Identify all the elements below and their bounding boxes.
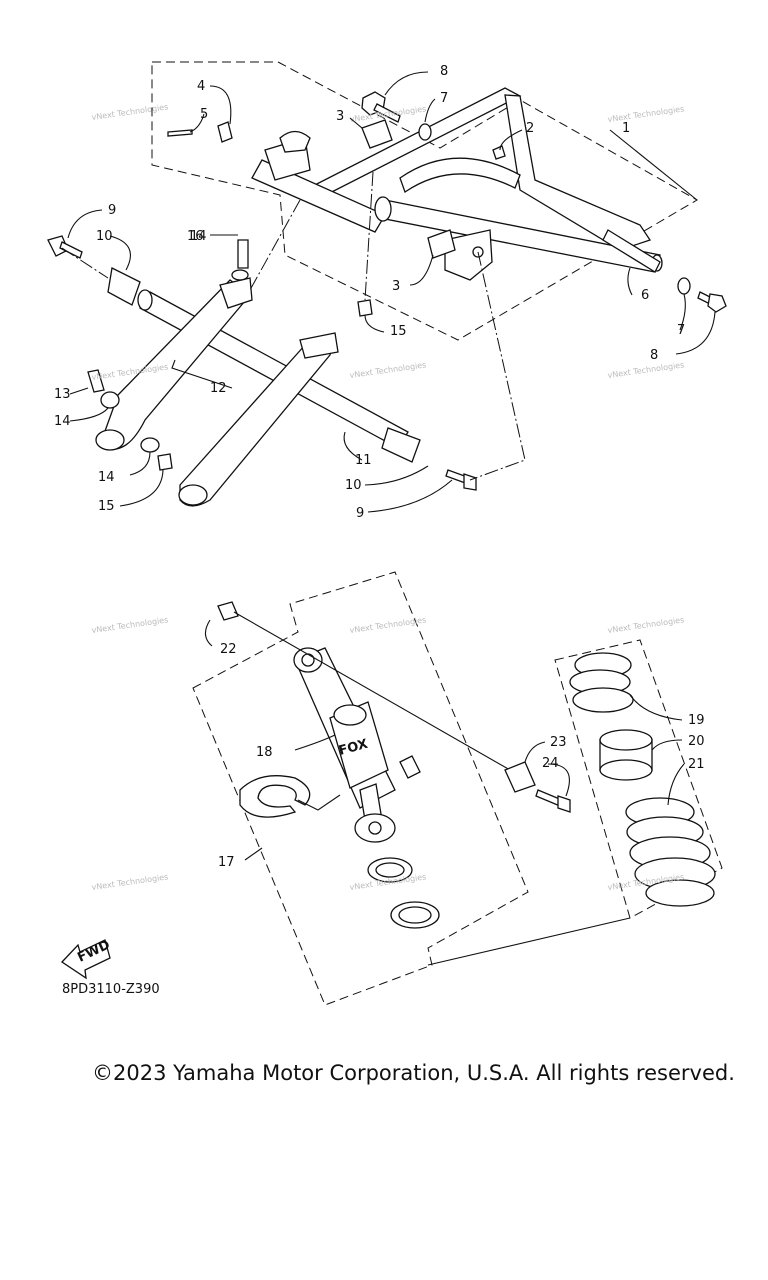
washer-14-top [231,269,249,281]
callout-17: 17 [218,855,235,870]
nut-15-upper [357,299,373,317]
callout-2: 2 [526,121,534,136]
watermark-text: vNext Technologies [91,872,169,892]
callout-23: 23 [550,735,567,750]
connecting-line [427,917,631,966]
connecting-line [297,794,341,811]
nut-22 [217,601,239,621]
watermark-text: vNext Technologies [349,615,427,635]
collar-23 [504,761,536,793]
callout-14: 14 [98,470,115,485]
washer-14-lower [140,437,160,453]
shock-brand-text: FOX [337,737,369,759]
connecting-line [233,611,511,771]
screw-5 [167,129,193,137]
callout-22: 22 [220,642,237,657]
bolt-top [361,91,401,123]
spring-19 [569,652,634,713]
callout-15: 15 [98,499,115,514]
bolt-9-left [47,235,83,259]
leader-lines [67,71,716,861]
copyright-notice: ©2023 Yamaha Motor Corporation, U.S.A. A… [92,1061,735,1085]
washer-14-left [100,391,120,409]
bolt-9-right [445,469,477,491]
spring-21 [625,797,716,907]
washer-top [418,123,432,141]
connecting-line [469,251,526,481]
bushing-3-lower [427,229,456,259]
callout-10: 10 [96,229,113,244]
watermark-text: vNext Technologies [91,102,169,122]
rear-shock-absorber [293,647,440,929]
bolt-16 [237,239,249,269]
grease-nipple [217,121,233,143]
callout-16: 16 [187,229,204,244]
spring-seat-20 [599,729,653,781]
callout-8: 8 [650,348,658,363]
connecting-line [364,171,374,301]
callout-7: 7 [440,91,448,106]
callout-9: 9 [108,203,116,218]
callout-15: 15 [390,324,407,339]
bolt-13 [87,369,105,393]
collar-6 [602,229,661,273]
callout-11: 11 [355,453,372,468]
upper-arm-group-boundary [151,61,699,341]
watermark-text: vNext Technologies [607,360,685,380]
callout-14: 14 [54,414,71,429]
retaining-clip [239,775,311,818]
callout-3: 3 [336,109,344,124]
callout-12: 12 [210,381,227,396]
watermark-text: vNext Technologies [349,104,427,124]
bolt-right [697,291,727,313]
callout-1: 1 [622,121,630,136]
callout-4: 4 [197,79,205,94]
watermark-text: vNext Technologies [607,615,685,635]
watermark-text: vNext Technologies [349,360,427,380]
callout-8: 8 [440,64,448,79]
callout-10: 10 [345,478,362,493]
callout-21: 21 [688,757,705,772]
connecting-line [61,247,109,279]
callout-labels: 1 2 3 3 4 5 6 7 7 8 8 9 9 10 10 11 12 13… [54,64,705,870]
watermark-text: vNext Technologies [607,104,685,124]
callout-5: 5 [200,107,208,122]
callout-13: 13 [54,387,71,402]
shock-group-boundary [192,571,529,1006]
callout-14: 14 [190,229,207,244]
callout-24: 24 [542,756,559,771]
callout-18: 18 [256,745,273,760]
bolt-24-head [557,795,571,813]
upper-a-arm [251,87,663,281]
callout-19: 19 [688,713,705,728]
washer-right [677,277,691,295]
callout-6: 6 [641,288,649,303]
callout-9: 9 [356,506,364,521]
fwd-arrow-icon: FWD [60,938,113,980]
callout-3: 3 [392,279,400,294]
diagram-code: 8PD3110-Z390 [62,982,160,997]
connecting-line [249,199,301,291]
callout-20: 20 [688,734,705,749]
lower-arm-assembly [95,267,421,507]
bushing-3-upper [361,119,393,149]
nut-15-lower [157,453,173,471]
spring-group-boundary [554,639,723,919]
nut-2 [492,145,506,160]
callout-7: 7 [677,323,685,338]
watermark-text: vNext Technologies [91,615,169,635]
